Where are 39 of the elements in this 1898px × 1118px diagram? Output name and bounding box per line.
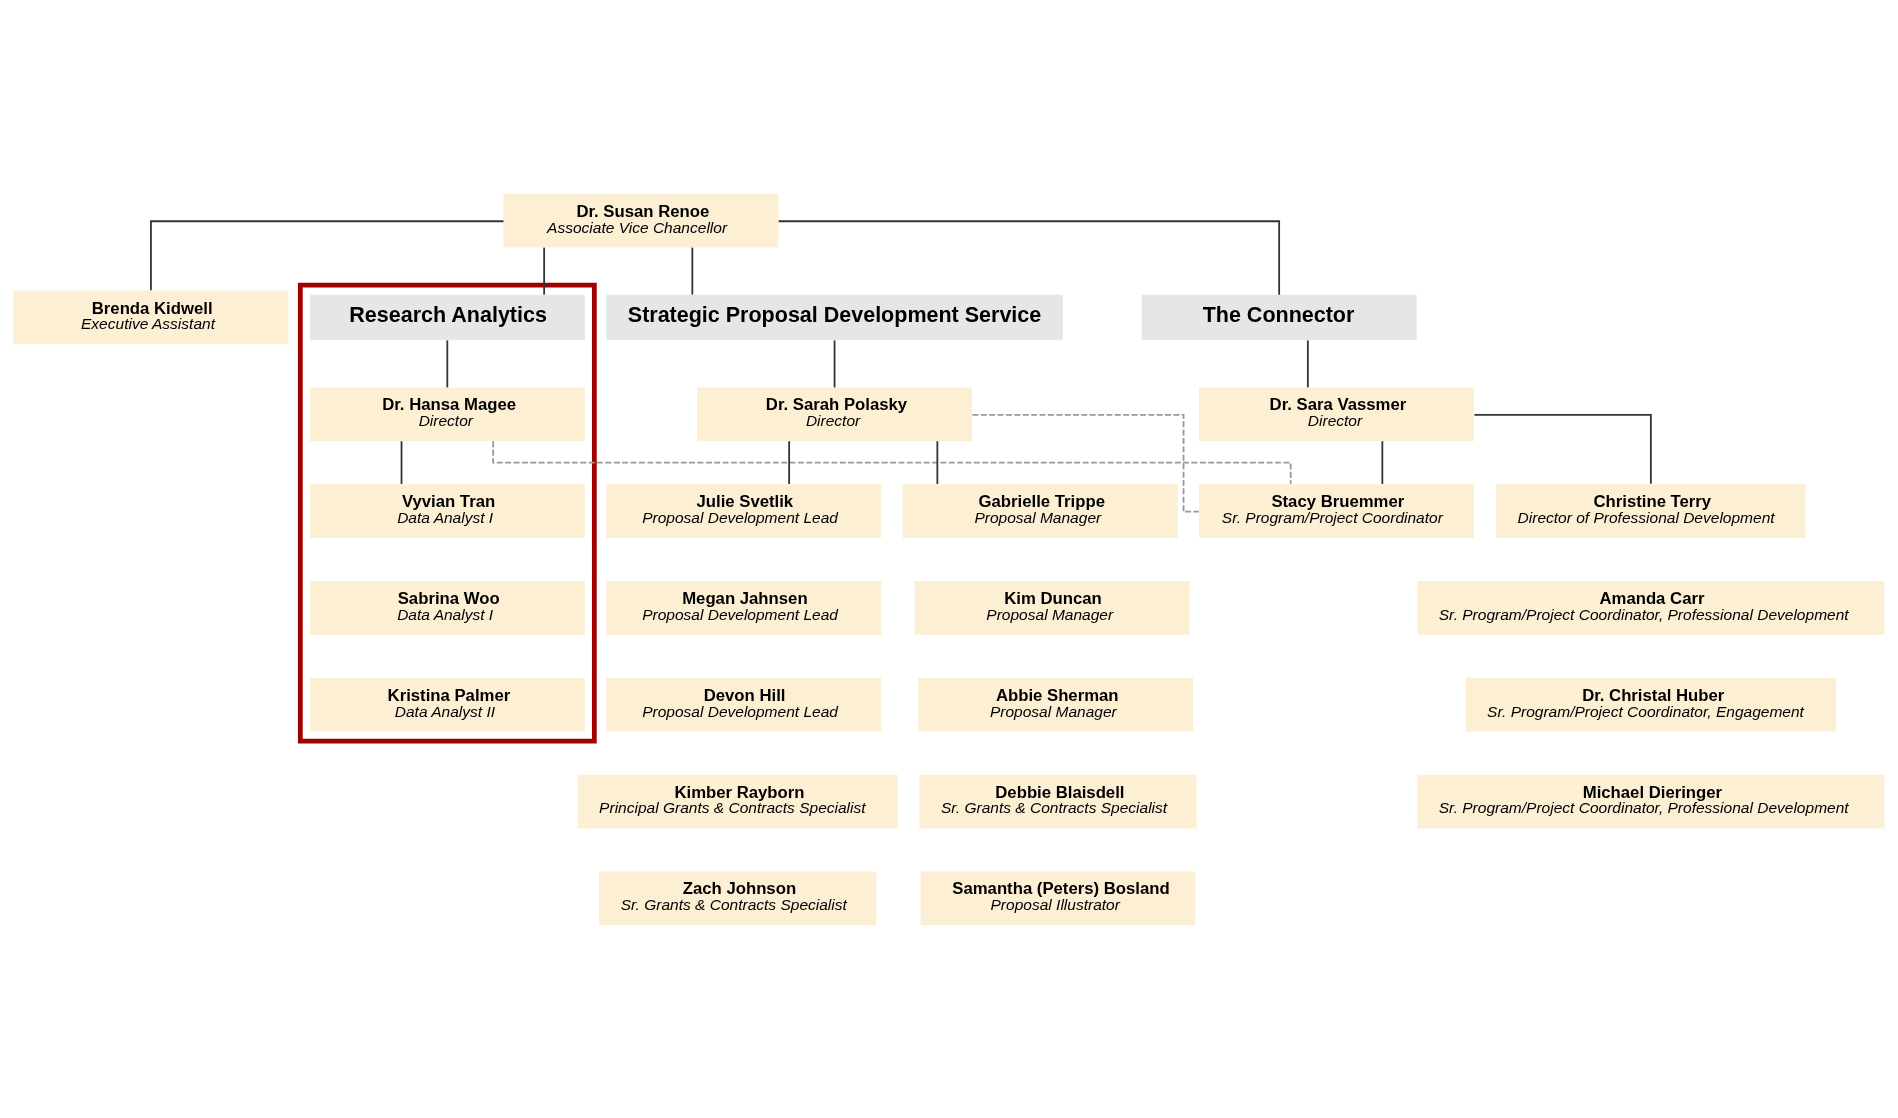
node-box: Strategic Proposal Development Service	[606, 294, 1063, 340]
connector	[400, 439, 403, 485]
node-box: Research Analytics	[309, 294, 585, 340]
node-box: Gabrielle Trippe Proposal Manager	[902, 483, 1178, 538]
node-box: Devon Hill Proposal Development Lead	[606, 677, 882, 732]
connector	[150, 219, 505, 291]
cluster	[297, 282, 597, 744]
node-box: Dr. Christal Huber Sr. Program/Project Coordinator, Engagement	[1465, 677, 1837, 732]
connector	[936, 439, 939, 485]
connector	[1306, 339, 1309, 388]
node-box: Megan Jahnsen Proposal Development Lead	[606, 580, 882, 635]
node-box: Kim Duncan Proposal Manager	[914, 580, 1190, 635]
node-box: Kristina Palmer Data Analyst II	[309, 677, 585, 732]
connector	[1381, 439, 1384, 485]
node-box: Abbie Sherman Proposal Manager	[918, 677, 1194, 732]
node-box: Julie Svetlik Proposal Development Lead	[606, 483, 882, 538]
connector	[777, 219, 1281, 296]
node-box: Vyvian Tran Data Analyst I	[309, 483, 585, 538]
node-box: Michael Dieringer Sr. Program/Project Coordinator, Professional Development	[1417, 774, 1885, 828]
connector	[446, 339, 449, 388]
connector	[833, 339, 836, 388]
node-box: Christine Terry Director of Professional Development	[1496, 483, 1806, 538]
connector	[691, 246, 694, 295]
node-box: Samantha (Peters) Bosland Proposal Illustrator	[920, 870, 1196, 925]
node-box: Brenda Kidwell Executive Assistant	[13, 290, 289, 344]
node-box: Dr. Hansa Magee Director	[309, 386, 585, 441]
node-box: Sabrina Woo Data Analyst I	[309, 580, 585, 635]
node-box: Debbie Blaisdell Sr. Grants & Contracts Specialist	[919, 774, 1197, 828]
node-box: Dr. Susan Renoe Associate Vice Chancellor	[503, 193, 779, 248]
node-box: Amanda Carr Sr. Program/Project Coordinator, Professional Development	[1417, 580, 1885, 635]
node-box: The Connector	[1141, 294, 1417, 340]
connector	[543, 246, 546, 295]
node-box: Dr. Sara Vassmer Director	[1199, 386, 1474, 441]
node-box: Stacy Bruemmer Sr. Program/Project Coordinator	[1199, 483, 1474, 538]
connector	[1473, 413, 1652, 485]
node-box: Zach Johnson Sr. Grants & Contracts Specialist	[599, 870, 877, 925]
node-box: Dr. Sarah Polasky Director	[697, 386, 972, 441]
node-box: Kimber Rayborn Principal Grants & Contracts Specialist	[577, 774, 898, 828]
connector	[788, 439, 791, 485]
